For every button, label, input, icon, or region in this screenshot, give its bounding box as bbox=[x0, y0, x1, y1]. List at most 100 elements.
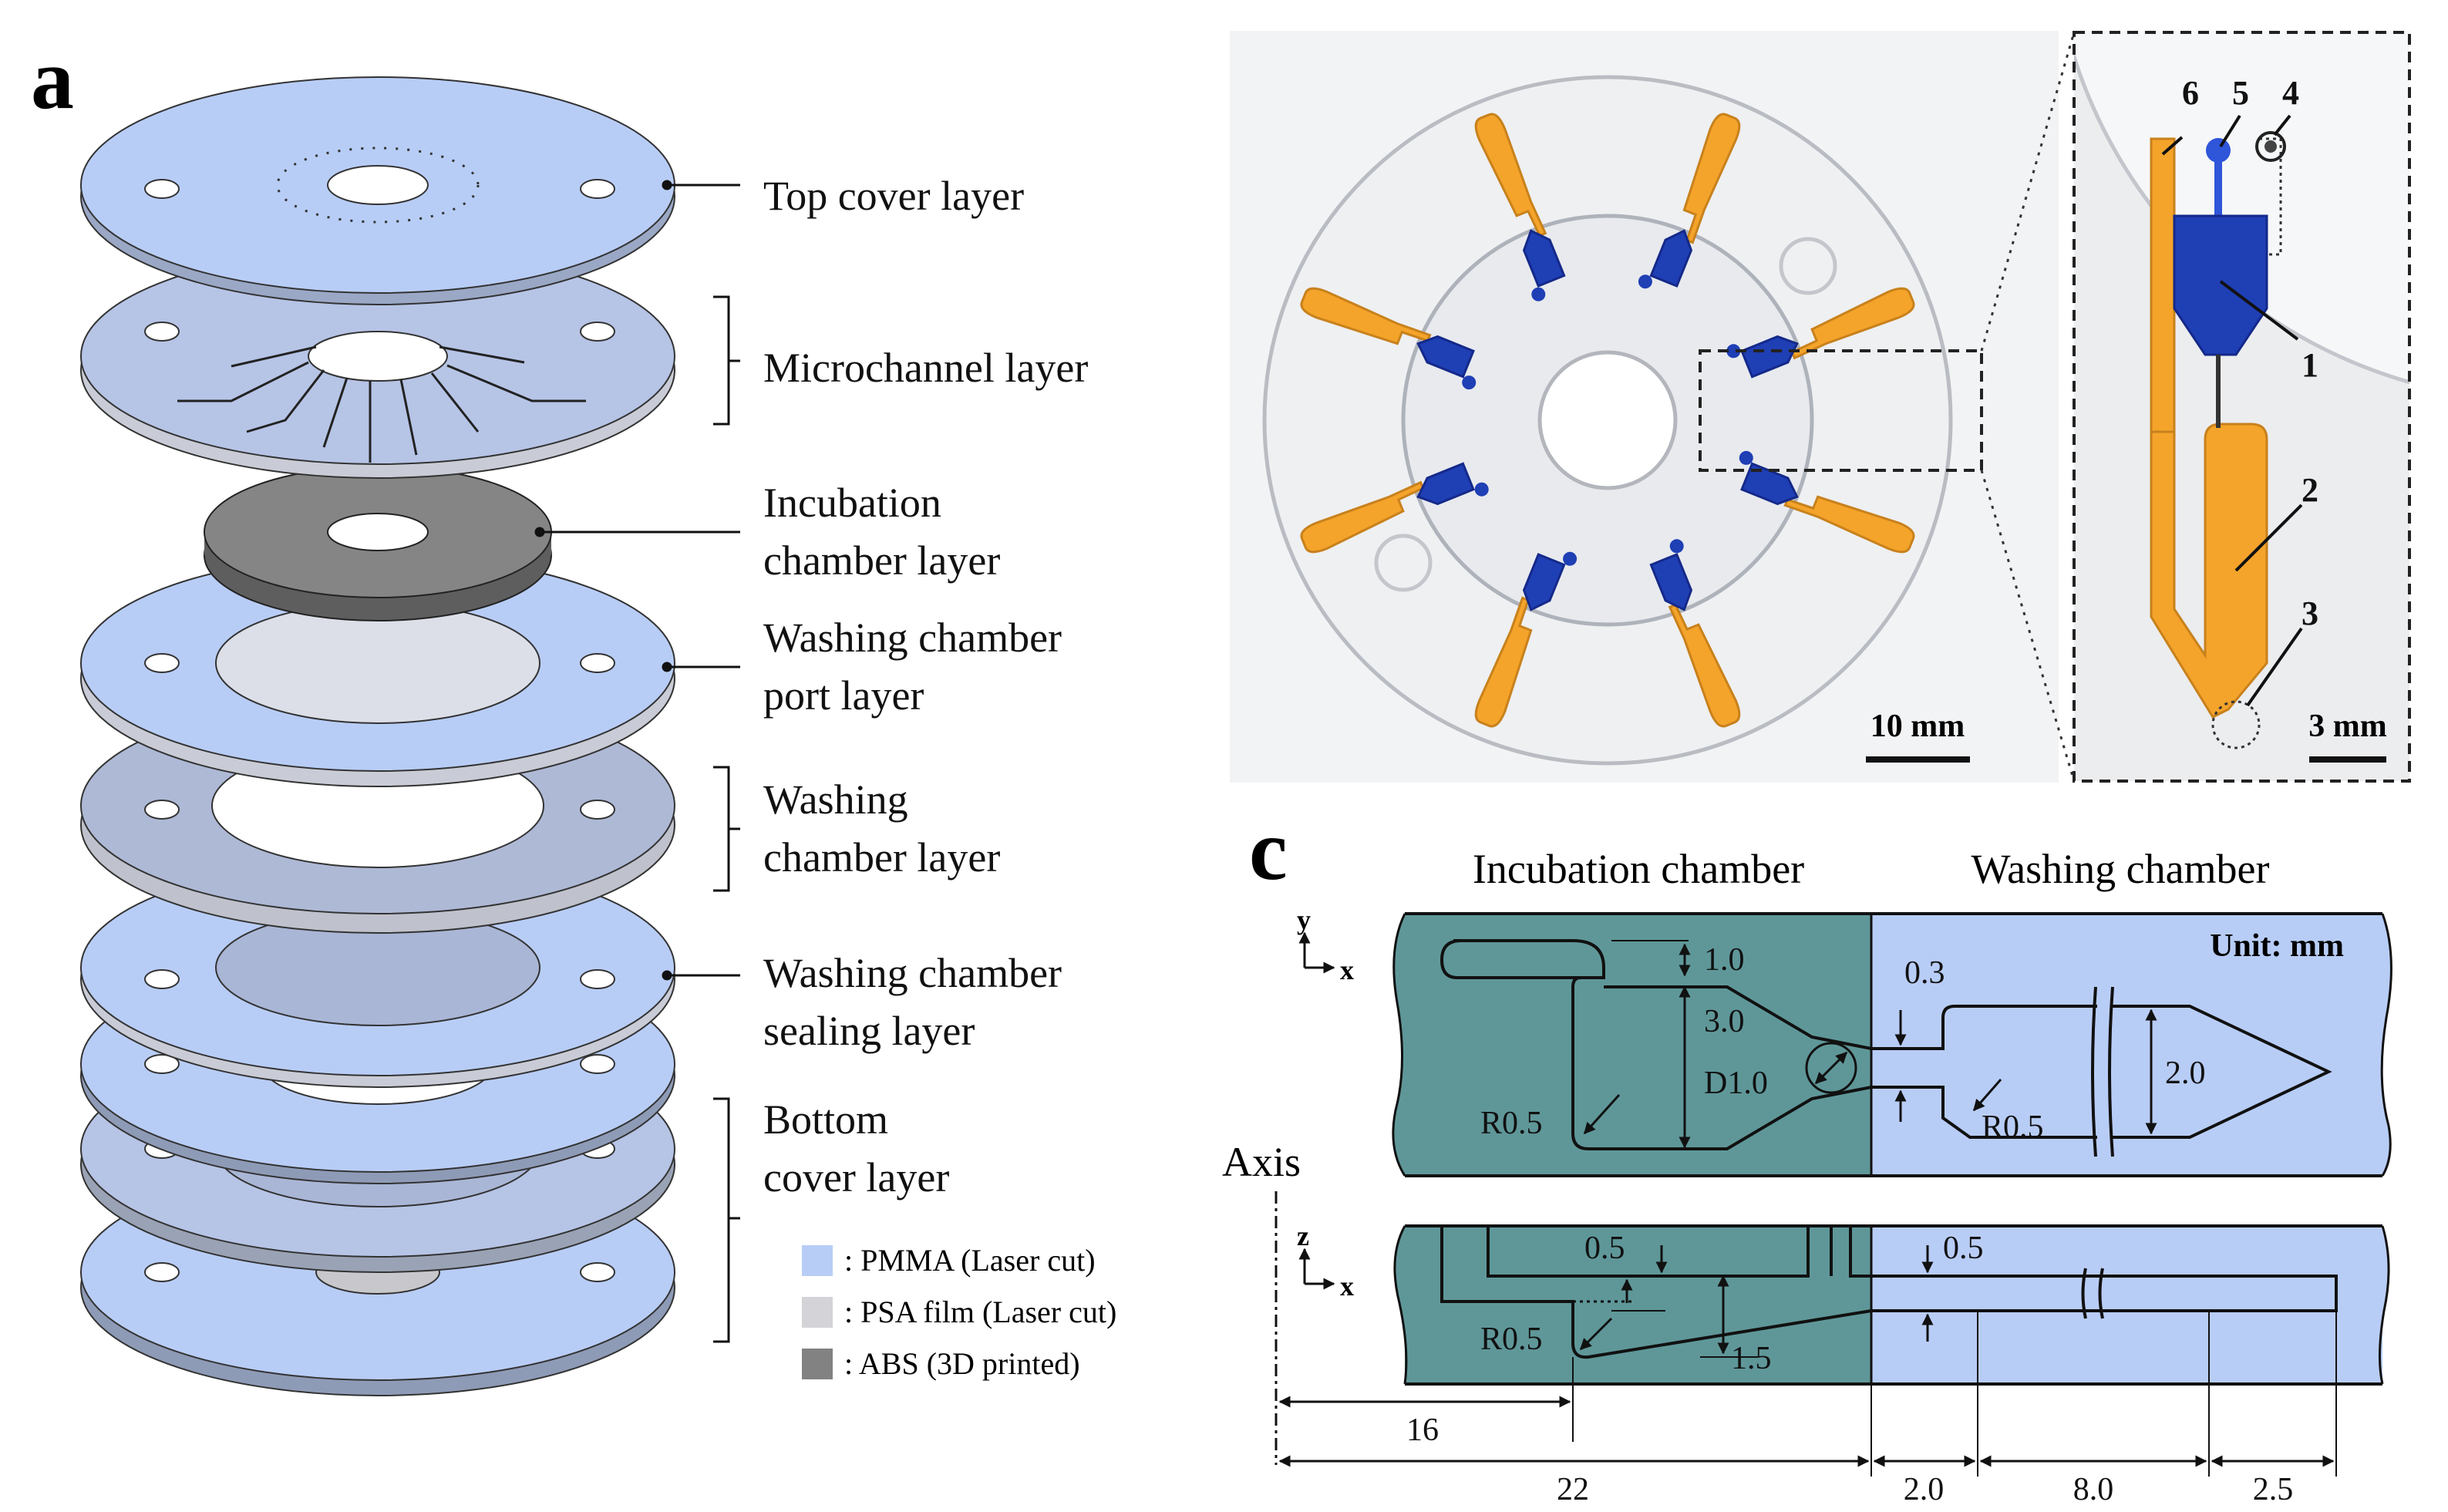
material-legend: : PMMA (Laser cut) : PSA film (Laser cut… bbox=[802, 1243, 1116, 1381]
dim-r0-5-left: R0.5 bbox=[1480, 1106, 1543, 1141]
callout-1: 1 bbox=[2302, 346, 2318, 384]
label-microchannel: Microchannel layer bbox=[763, 345, 1088, 391]
exploded-layer-stack bbox=[80, 76, 740, 1396]
label-bottom-1: Bottom bbox=[763, 1096, 888, 1143]
inlet-port bbox=[1726, 344, 1741, 359]
panel-letter-a: a bbox=[31, 32, 74, 127]
incubation-chamber bbox=[1740, 462, 1799, 506]
label-washing-2: chamber layer bbox=[763, 834, 1000, 881]
disc-unit bbox=[1649, 539, 1741, 728]
axis-label: Axis bbox=[1222, 1139, 1301, 1185]
layer-leader-lines bbox=[534, 180, 740, 1343]
callout-6: 6 bbox=[2182, 74, 2199, 112]
waste-chamber bbox=[1682, 113, 1741, 244]
panel-letter-c: c bbox=[1249, 803, 1288, 898]
callout-4: 4 bbox=[2282, 74, 2299, 112]
xz-view: 0.5 0.5 1.5 R0.5 z x bbox=[1297, 1221, 2390, 1386]
callout-labels: 6 5 4 1 2 3 bbox=[2182, 74, 2318, 632]
dim-22: 22 bbox=[1557, 1472, 1589, 1507]
washing-chamber-sealing-layer bbox=[80, 859, 675, 1088]
waste-chamber bbox=[1474, 113, 1547, 237]
label-washing-1: Washing bbox=[763, 776, 908, 823]
disc-unit bbox=[1474, 551, 1578, 728]
washing-chamber-port-layer bbox=[80, 554, 675, 787]
label-top-cover: Top cover layer bbox=[763, 173, 1024, 219]
legend-psa: : PSA film (Laser cut) bbox=[844, 1295, 1116, 1329]
incubation-chamber bbox=[1522, 553, 1566, 611]
label-sealing-1: Washing chamber bbox=[763, 950, 1062, 996]
incubation-chamber bbox=[1649, 553, 1693, 611]
waste-chamber bbox=[1668, 603, 1741, 728]
bottom-dimensions: 16 22 2.0 8.0 2.5 bbox=[1278, 1311, 2337, 1507]
disc-photo: 10 mm bbox=[1230, 31, 2076, 783]
label-incubation-2: chamber layer bbox=[763, 537, 1000, 584]
legend-swatch-psa bbox=[802, 1297, 833, 1328]
dim-d1-0: D1.0 bbox=[1704, 1066, 1768, 1101]
dim-2-0: 2.0 bbox=[2165, 1056, 2206, 1091]
dim-0-5-side-right: 0.5 bbox=[1943, 1231, 1984, 1266]
dim-1-0: 1.0 bbox=[1704, 942, 1745, 978]
disc-unit bbox=[1739, 450, 1915, 554]
axis-y-label: y bbox=[1297, 904, 1311, 935]
waste-chamber bbox=[1474, 596, 1533, 728]
zoom-inset: 6 5 4 1 2 3 3 mm bbox=[2073, 31, 2411, 783]
dim-3-0: 3.0 bbox=[1704, 1004, 1745, 1039]
waste-chamber bbox=[1783, 495, 1915, 554]
dim-r0-5-side: R0.5 bbox=[1480, 1322, 1543, 1357]
callout-3: 3 bbox=[2302, 594, 2318, 632]
disc-unit bbox=[1300, 462, 1489, 554]
dim-8-0: 8.0 bbox=[2073, 1472, 2114, 1507]
inlet-port bbox=[1638, 274, 1652, 289]
dim-0-5-side-left: 0.5 bbox=[1584, 1231, 1625, 1266]
inlet-port bbox=[1563, 551, 1578, 566]
axis-x-label-xz: x bbox=[1340, 1271, 1354, 1302]
dim-2-0-bottom: 2.0 bbox=[1904, 1472, 1945, 1507]
title-washing-chamber: Washing chamber bbox=[1971, 846, 2269, 892]
incubation-chamber-layer bbox=[204, 466, 552, 621]
dim-0-3: 0.3 bbox=[1904, 955, 1945, 991]
waste-chamber bbox=[1300, 480, 1425, 554]
inlet-port bbox=[1474, 482, 1489, 497]
label-port-2: port layer bbox=[763, 672, 924, 719]
title-incubation-chamber: Incubation chamber bbox=[1473, 846, 1804, 892]
zoom-region-box bbox=[1699, 349, 1983, 472]
dim-r0-5-right: R0.5 bbox=[1982, 1110, 2044, 1145]
waste-chamber bbox=[1790, 287, 1915, 360]
dim-16: 16 bbox=[1406, 1413, 1439, 1448]
label-bottom-2: cover layer bbox=[763, 1154, 949, 1201]
inlet-port bbox=[1669, 539, 1684, 554]
label-sealing-2: sealing layer bbox=[763, 1008, 975, 1054]
xy-view: 1.0 3.0 D1.0 R0.5 0.3 R0.5 2.0 Unit: mm … bbox=[1297, 904, 2392, 1177]
dim-2-5: 2.5 bbox=[2253, 1472, 2294, 1507]
scale-bar-10mm: 10 mm bbox=[1871, 709, 1965, 744]
incubation-chamber bbox=[1416, 335, 1475, 379]
disc-units bbox=[1300, 113, 1915, 728]
disc-unit bbox=[1638, 113, 1741, 289]
inlet-port bbox=[1462, 375, 1477, 390]
inlet-port bbox=[1739, 450, 1753, 465]
scale-bar-3mm: 3 mm bbox=[2308, 709, 2386, 744]
legend-pmma: : PMMA (Laser cut) bbox=[844, 1243, 1096, 1278]
top-cover-layer bbox=[80, 76, 675, 305]
legend-swatch-abs bbox=[802, 1349, 833, 1379]
legend-swatch-pmma bbox=[802, 1245, 833, 1276]
unit-label: Unit: mm bbox=[2210, 928, 2344, 964]
label-incubation-1: Incubation bbox=[763, 480, 941, 526]
callout-2: 2 bbox=[2302, 471, 2318, 509]
incubation-chamber bbox=[1649, 229, 1693, 288]
label-port-1: Washing chamber bbox=[763, 615, 1062, 661]
dim-1-5: 1.5 bbox=[1731, 1341, 1772, 1376]
disc-unit bbox=[1300, 287, 1477, 390]
inlet-port bbox=[1531, 287, 1546, 301]
axis-z-label: z bbox=[1297, 1221, 1309, 1251]
callout-5: 5 bbox=[2232, 74, 2249, 112]
legend-abs: : ABS (3D printed) bbox=[844, 1346, 1080, 1381]
incubation-chamber bbox=[1416, 462, 1475, 506]
layer-labels: Top cover layer Microchannel layer Incub… bbox=[763, 173, 1088, 1201]
microchannel-layer bbox=[80, 248, 675, 479]
axis-x-label-xy: x bbox=[1340, 955, 1354, 985]
incubation-chamber bbox=[1740, 335, 1799, 379]
disc-unit bbox=[1726, 287, 1915, 379]
